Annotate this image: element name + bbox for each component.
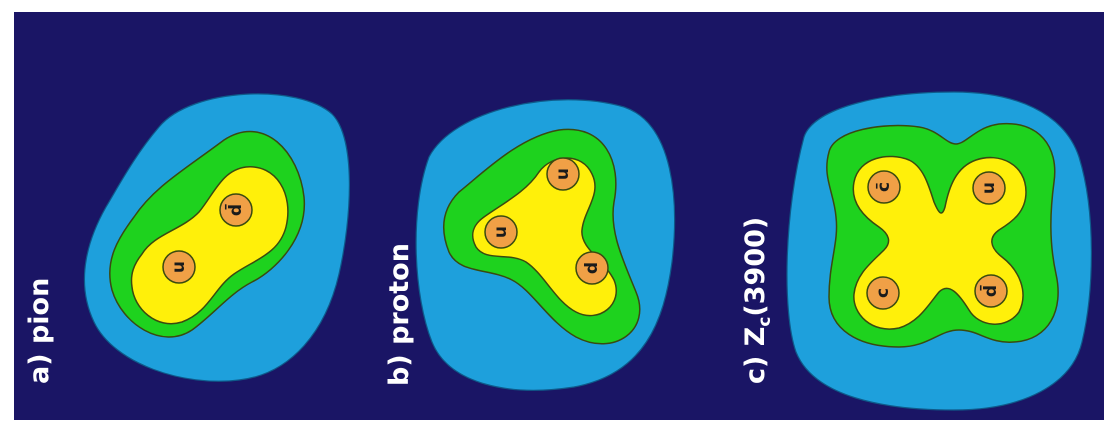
- zc-quark-c: c: [866, 276, 900, 310]
- diagram-panel: u d̄ a) pion u u d b) proton: [14, 12, 1104, 420]
- zc-quark-label-dbar: d̄: [979, 285, 1001, 298]
- proton-quark-u-2: u: [484, 215, 518, 249]
- zc-quark-label-c: c: [873, 288, 893, 298]
- proton-quark-d: d: [575, 251, 609, 285]
- proton-quark-label-u-1: u: [553, 168, 573, 180]
- pion-figure: u d̄ a) pion: [24, 93, 350, 384]
- pion-label: a) pion: [24, 278, 55, 384]
- zc-label-prefix: c) Z: [740, 327, 771, 384]
- zc-quark-label-cbar: c̄: [874, 182, 894, 192]
- pion-quark-label-dbar: d̄: [224, 204, 246, 217]
- proton-quark-label-u-2: u: [491, 226, 511, 238]
- pion-quark-u: u: [162, 250, 196, 284]
- zc-quark-label-u: u: [979, 182, 999, 194]
- zc-quark-dbar: d̄: [974, 274, 1008, 308]
- proton-label: b) proton: [384, 243, 415, 386]
- zc-quark-cbar: c̄: [867, 170, 901, 204]
- zc-quark-u: u: [972, 171, 1006, 205]
- proton-quark-label-d: d: [582, 262, 602, 274]
- pion-quark-label-u: u: [169, 261, 189, 273]
- zc-label-suffix: (3900): [740, 217, 771, 317]
- zc-label-subscript: c: [755, 317, 775, 327]
- pion-quark-dbar: d̄: [219, 193, 253, 227]
- proton-quark-u-1: u: [546, 157, 580, 191]
- zc-figure: c̄ u c d̄ c) Zc(3900): [740, 91, 1092, 411]
- hadron-diagram: u d̄ a) pion u u d b) proton: [14, 12, 1104, 420]
- proton-figure: u u d b) proton: [384, 99, 676, 391]
- zc-label: c) Zc(3900): [740, 217, 775, 384]
